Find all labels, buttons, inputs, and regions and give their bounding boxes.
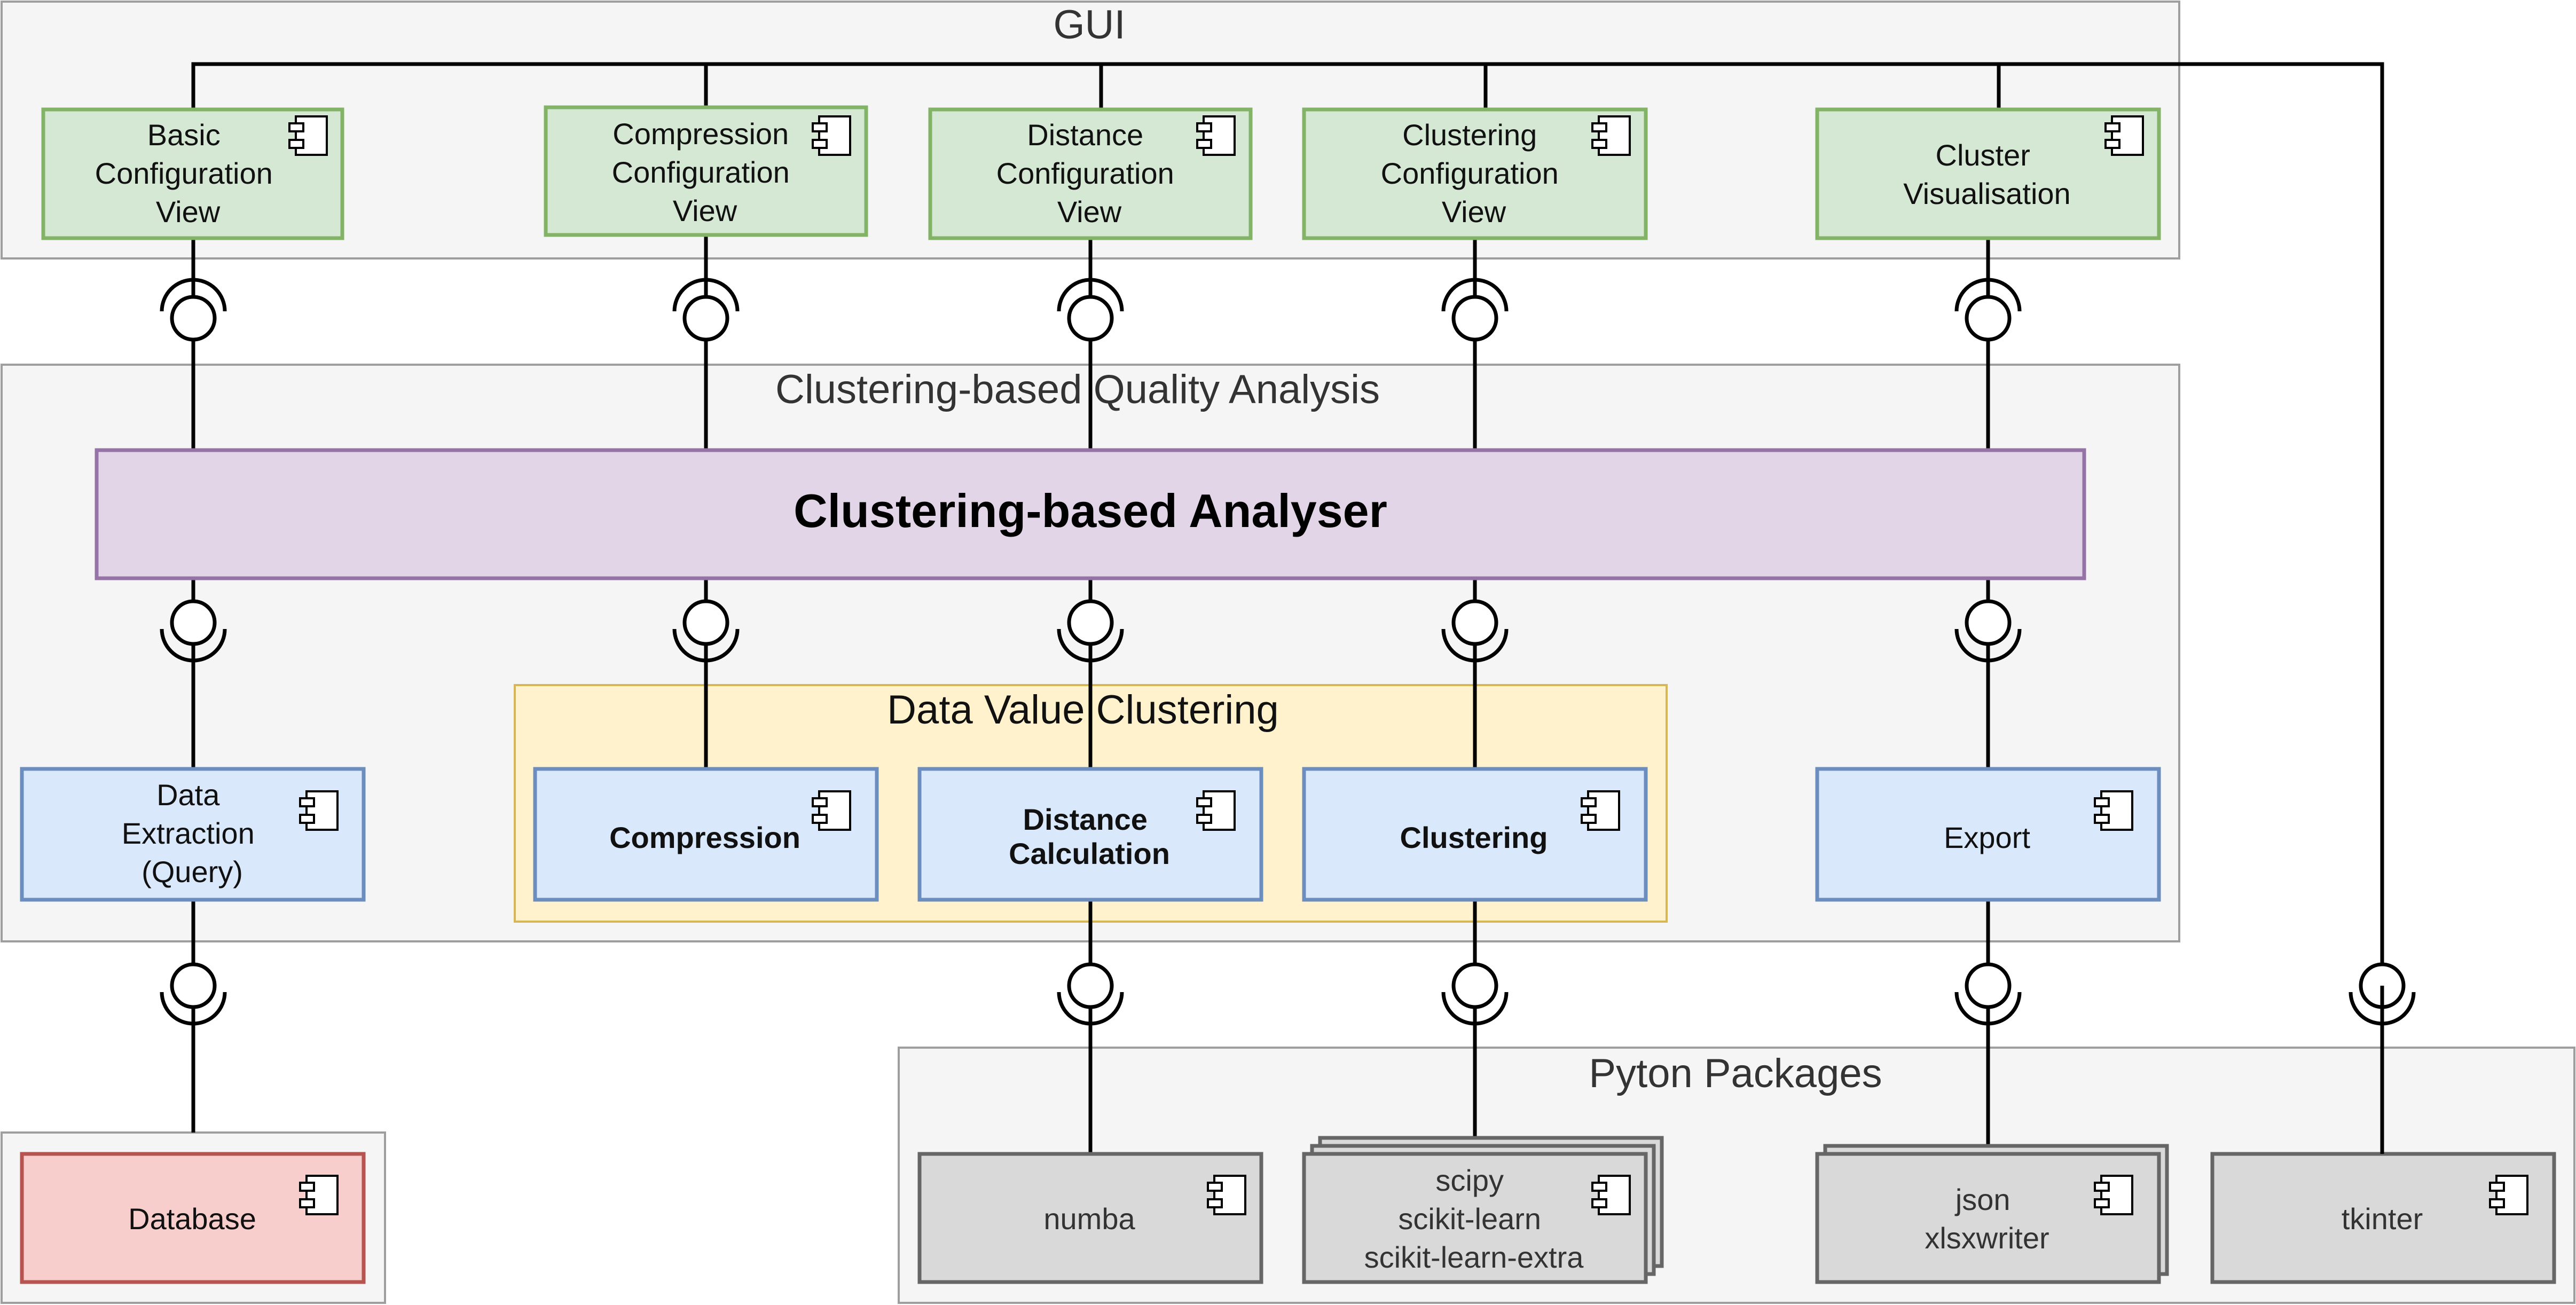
module-label-line: Export	[1944, 821, 2030, 854]
component-icon	[1196, 790, 1236, 831]
package-label-line: scikit-learn-extra	[1364, 1240, 1584, 1274]
package-tkinter: tkinter	[2210, 1152, 2556, 1284]
package-label-line: scikit-learn	[1398, 1202, 1541, 1236]
analyser-label: Clustering-based Analyser	[794, 484, 1387, 537]
compression-module: Compression	[533, 767, 879, 902]
view-label-line: View	[156, 195, 221, 229]
component-icon	[1591, 115, 1631, 156]
component-icon	[299, 1175, 339, 1215]
module-label-line: Clustering	[1400, 821, 1548, 854]
package-label-line: scipy	[1435, 1164, 1504, 1197]
view-label-line: Configuration	[612, 155, 790, 189]
distance-configuration-view: Distance Configuration View	[928, 107, 1253, 240]
package-label-line: tkinter	[2342, 1202, 2423, 1236]
packages-container-title: Pyton Packages	[1589, 1051, 1882, 1096]
module-label-line: Extraction	[122, 816, 255, 850]
view-label-line: View	[1442, 195, 1506, 229]
svg-text:Basic Configuration: Basic Configuration View	[95, 118, 281, 229]
view-label-line: View	[1057, 195, 1122, 229]
view-label-line: Cluster	[1936, 138, 2030, 172]
view-label-line: Configuration	[996, 156, 1174, 190]
svg-text:json xlsxwriter: json xlsxwriter	[1925, 1183, 2049, 1255]
component-icon	[1207, 1175, 1246, 1215]
component-icon	[1196, 115, 1236, 156]
view-label-line: Visualisation	[1903, 177, 2070, 210]
connectors	[191, 62, 2384, 1154]
cluster-visualisation-view: Cluster Visualisation	[1815, 107, 2161, 240]
svg-text:Distance Configuration: Distance Configuration View	[996, 118, 1183, 229]
component-icon	[2094, 1175, 2133, 1215]
database-label: Database	[128, 1202, 256, 1236]
svg-text:Compression Configuratio: Compression Configuration View	[612, 117, 798, 227]
view-label-line: View	[673, 194, 737, 227]
clustering-module: Clustering	[1302, 767, 1648, 902]
package-json-stack: json xlsxwriter	[1815, 1144, 2169, 1284]
data-value-clustering-title: Data Value Clustering	[887, 687, 1279, 733]
package-scipy-stack: scipy scikit-learn scikit-learn-extra	[1302, 1136, 1664, 1284]
compression-configuration-view: Compression Configuration View	[544, 105, 868, 237]
view-label-line: Configuration	[95, 156, 273, 190]
view-label-line: Distance	[1027, 118, 1143, 152]
gui-bus-line	[191, 62, 2384, 982]
component-icon	[812, 790, 851, 831]
clustering-configuration-view: Clustering Configuration View	[1302, 107, 1648, 240]
module-label-line: Data	[156, 778, 220, 812]
module-label-line: Compression	[609, 821, 800, 854]
component-icon	[812, 115, 851, 156]
package-label-line: json	[1954, 1183, 2010, 1216]
component-icon	[1581, 790, 1620, 831]
view-label-line: Configuration	[1381, 156, 1559, 190]
view-label-line: Clustering	[1402, 118, 1537, 152]
analysis-container-title: Clustering-based Quality Analysis	[775, 367, 1380, 412]
view-label-line: Basic	[147, 118, 221, 152]
component-icon	[1591, 1175, 1631, 1215]
basic-configuration-view: Basic Configuration View	[41, 107, 344, 240]
package-label-line: numba	[1043, 1202, 1135, 1236]
export-module: Export	[1815, 767, 2161, 902]
database-component: Database	[20, 1152, 366, 1284]
component-icon	[288, 115, 328, 156]
package-label-line: xlsxwriter	[1925, 1221, 2049, 1255]
module-label-line: Distance	[1023, 803, 1148, 836]
svg-text:Cluster Visualisation: Cluster Visualisation	[1903, 138, 2070, 210]
module-label-line: (Query)	[142, 855, 243, 889]
component-icon	[2104, 115, 2144, 156]
view-label-line: Compression	[612, 117, 789, 151]
package-numba: numba	[917, 1152, 1263, 1284]
data-extraction-module: Data Extraction (Query)	[20, 767, 366, 902]
component-icon	[299, 790, 339, 831]
clustering-based-analyser: Clustering-based Analyser	[95, 448, 2086, 580]
svg-text:Data Extraction (Q: Data Extraction (Query)	[122, 778, 263, 889]
svg-text:scipy scikit-learn: scipy scikit-learn scikit-learn-extra	[1364, 1164, 1584, 1274]
component-icon	[2489, 1175, 2528, 1215]
svg-text:Clustering Configuration: Clustering Configuration View	[1381, 118, 1567, 229]
distance-calculation-module: Distance Calculation	[917, 767, 1263, 902]
component-icon	[2094, 790, 2133, 831]
gui-container-title: GUI	[1053, 2, 1125, 48]
module-label-line: Calculation	[1009, 837, 1170, 870]
svg-text:Distance Calculation: Distance Calculation	[1009, 803, 1170, 870]
